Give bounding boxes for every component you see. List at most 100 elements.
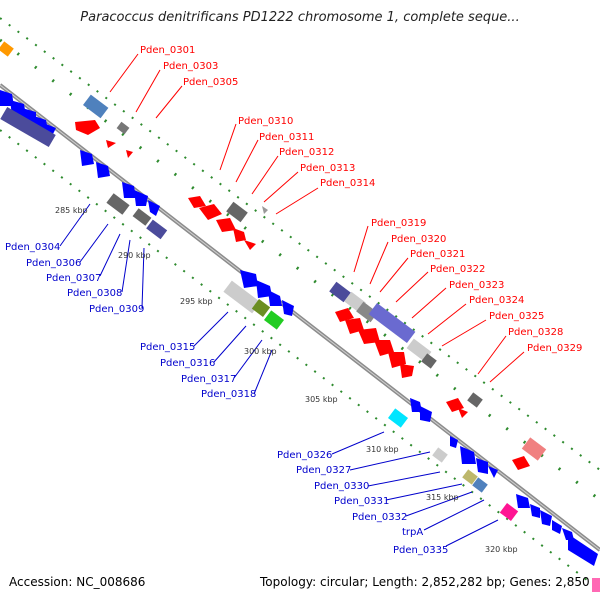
- leader-lines-bottom: [59, 203, 499, 547]
- gene-feature[interactable]: [458, 408, 468, 418]
- gene-label[interactable]: Pden_0322: [430, 264, 485, 275]
- gene-feature[interactable]: [80, 150, 94, 166]
- gene-feature[interactable]: [0, 106, 56, 148]
- gene-feature[interactable]: [256, 280, 272, 298]
- gene-feature[interactable]: [400, 364, 414, 378]
- gene-feature[interactable]: [552, 520, 562, 534]
- gene-feature[interactable]: [188, 196, 206, 208]
- gene-label[interactable]: Pden_0323: [449, 280, 504, 291]
- gene-label[interactable]: Pden_0306: [26, 258, 81, 269]
- gene-label[interactable]: Pden_0326: [277, 450, 332, 461]
- gene-label[interactable]: Pden_0304: [5, 242, 60, 253]
- gene-label[interactable]: Pden_0329: [527, 343, 582, 354]
- gene-feature[interactable]: [568, 534, 598, 566]
- gene-feature[interactable]: [467, 392, 483, 408]
- gene-feature[interactable]: [368, 302, 416, 344]
- gene-feature[interactable]: [450, 436, 458, 448]
- gene-feature[interactable]: [216, 218, 236, 232]
- gene-feature[interactable]: [420, 406, 432, 422]
- gene-feature[interactable]: [282, 300, 294, 316]
- gene-label[interactable]: Pden_0301: [140, 45, 195, 56]
- gene-feature[interactable]: [499, 502, 519, 522]
- gene-label[interactable]: Pden_0330: [314, 481, 369, 492]
- gene-feature[interactable]: [148, 200, 160, 216]
- gene-feature[interactable]: [264, 310, 284, 330]
- gene-feature[interactable]: [134, 190, 148, 206]
- gene-label[interactable]: Pden_0325: [489, 311, 544, 322]
- gene-feature[interactable]: [446, 398, 464, 412]
- gene-label[interactable]: Pden_0315: [140, 342, 195, 353]
- gene-feature[interactable]: [462, 469, 478, 485]
- gene-feature[interactable]: [540, 510, 552, 526]
- gene-feature[interactable]: [410, 398, 422, 412]
- gene-label[interactable]: Pden_0310: [238, 116, 293, 127]
- gene-feature[interactable]: [96, 162, 110, 178]
- gene-feature[interactable]: [421, 353, 437, 369]
- gene-feature[interactable]: [132, 208, 152, 226]
- gene-feature[interactable]: [251, 298, 271, 318]
- gc-track-upper: [0, 17, 600, 471]
- gene-feature[interactable]: [472, 477, 488, 493]
- gene-feature[interactable]: [530, 504, 540, 518]
- gene-label[interactable]: Pden_0305: [183, 77, 238, 88]
- gene-label[interactable]: Pden_0332: [352, 512, 407, 523]
- gene-feature[interactable]: [516, 494, 530, 508]
- gene-feature[interactable]: [262, 206, 268, 214]
- gene-feature[interactable]: [388, 408, 408, 428]
- gene-label[interactable]: Pden_0307: [46, 273, 101, 284]
- accession-label: Accession: NC_008686: [9, 575, 146, 589]
- gene-feature[interactable]: [512, 456, 530, 470]
- gene-feature[interactable]: [83, 94, 109, 119]
- gene-feature[interactable]: [335, 308, 354, 322]
- gene-label[interactable]: Pden_0324: [469, 295, 524, 306]
- gene-label[interactable]: Pden_0318: [201, 389, 256, 400]
- kbp-tick-label: 285 kbp: [55, 206, 88, 215]
- gene-feature[interactable]: [406, 338, 432, 362]
- feature-track-forward: [0, 90, 600, 592]
- gene-label[interactable]: Pden_0317: [181, 374, 236, 385]
- gene-feature[interactable]: [226, 201, 248, 223]
- gene-feature[interactable]: [268, 290, 282, 306]
- gene-label[interactable]: Pden_0319: [371, 218, 426, 229]
- gene-label[interactable]: Pden_0303: [163, 61, 218, 72]
- gene-feature[interactable]: [460, 446, 476, 464]
- gene-feature[interactable]: [388, 352, 406, 368]
- gene-label[interactable]: Pden_0308: [67, 288, 122, 299]
- gene-feature[interactable]: [199, 204, 222, 220]
- gene-feature[interactable]: [233, 228, 246, 242]
- gene-feature[interactable]: [106, 193, 130, 215]
- gene-feature[interactable]: [116, 121, 130, 135]
- gene-label[interactable]: Pden_0311: [259, 132, 314, 143]
- gene-feature[interactable]: [75, 120, 100, 135]
- gene-label[interactable]: Pden_0327: [296, 465, 351, 476]
- gene-feature[interactable]: [146, 219, 168, 240]
- gene-feature[interactable]: [476, 458, 488, 474]
- gene-feature[interactable]: [521, 437, 547, 461]
- gene-feature[interactable]: [488, 466, 498, 478]
- gene-feature[interactable]: [356, 301, 378, 323]
- gene-feature[interactable]: [223, 280, 261, 314]
- gene-label[interactable]: Pden_0320: [391, 234, 446, 245]
- gene-label[interactable]: Pden_0331: [334, 496, 389, 507]
- gene-label[interactable]: Pden_0314: [320, 178, 375, 189]
- gene-feature[interactable]: [592, 578, 600, 592]
- gene-label[interactable]: Pden_0309: [89, 304, 144, 315]
- gene-feature[interactable]: [122, 182, 136, 198]
- gene-label[interactable]: Pden_0312: [279, 147, 334, 158]
- gene-feature[interactable]: [0, 41, 14, 57]
- gene-label[interactable]: trpA: [402, 527, 423, 538]
- gene-feature[interactable]: [244, 240, 256, 250]
- gene-feature[interactable]: [126, 150, 133, 158]
- gene-label[interactable]: Pden_0328: [508, 327, 563, 338]
- gene-feature[interactable]: [240, 270, 258, 288]
- gene-label[interactable]: Pden_0335: [393, 545, 448, 556]
- gene-label[interactable]: Pden_0321: [410, 249, 465, 260]
- gene-feature[interactable]: [106, 140, 116, 148]
- gene-label[interactable]: Pden_0316: [160, 358, 215, 369]
- gene-label[interactable]: Pden_0313: [300, 163, 355, 174]
- gene-feature[interactable]: [432, 447, 448, 463]
- gene-labels-bottom: Pden_0304Pden_0306Pden_0307Pden_0308Pden…: [5, 242, 448, 556]
- gene-feature[interactable]: [329, 281, 351, 303]
